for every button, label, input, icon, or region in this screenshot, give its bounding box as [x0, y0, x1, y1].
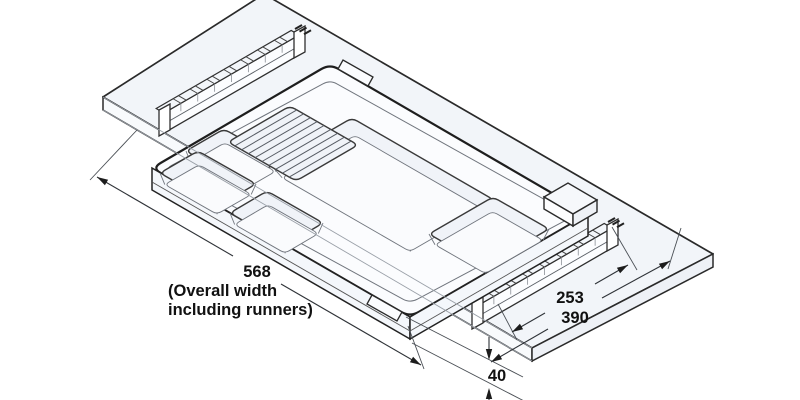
dim-568-value: 568	[243, 263, 271, 281]
dim-568-caption-line1: (Overall width	[168, 282, 277, 300]
dim-253-value: 253	[556, 289, 584, 307]
dimension-tray-height: 40	[488, 367, 506, 385]
panel-edge-hidden-lines	[102, 96, 533, 362]
dim-568-caption-line2: including runners)	[168, 301, 313, 319]
left-runner-rail	[155, 24, 312, 138]
dimension-overall-width: 568 (Overall width including runners)	[168, 263, 313, 319]
right-runner-rail	[468, 217, 625, 331]
dimension-lines	[89, 129, 682, 400]
dimension-tray-depth: 390	[561, 309, 589, 327]
cutlery-tray	[151, 59, 599, 341]
dimension-runner-length: 253	[556, 289, 584, 307]
dim-40-value: 40	[488, 367, 506, 385]
dim-390-value: 390	[561, 309, 589, 327]
